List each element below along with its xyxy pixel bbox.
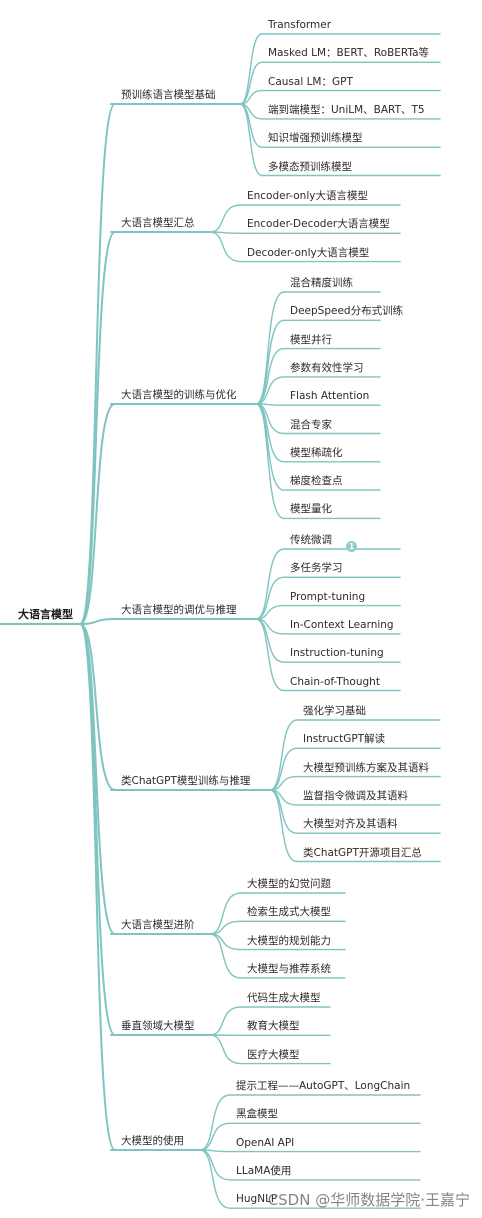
leaf-label: 强化学习基础	[303, 705, 366, 717]
leaf-label: LLaMA使用	[236, 1164, 292, 1177]
leaf-label: 监督指令微调及其语料	[303, 789, 408, 802]
branch-label: 垂直领域大模型	[121, 1020, 195, 1032]
leaf-connector	[199, 1149, 231, 1209]
leaf-connector	[239, 61, 263, 105]
branch-connector	[79, 623, 116, 791]
leaf-label: Decoder-only大语言模型	[247, 246, 370, 259]
leaf-label: 大模型与推荐系统	[247, 962, 331, 975]
leaf-connector	[199, 1149, 231, 1181]
leaf-connector	[209, 892, 242, 935]
leaf-connector	[209, 1006, 242, 1036]
leaf-label: 模型量化	[290, 503, 332, 516]
leaf-label: HugNLP	[236, 1193, 278, 1206]
leaf-label: 黑盒模型	[236, 1108, 278, 1121]
leaf-label: 多任务学习	[290, 562, 343, 575]
leaf-label: 教育大模型	[247, 1020, 300, 1033]
leaf-label: 类ChatGPT开源项目汇总	[303, 846, 422, 859]
leaf-connector	[255, 576, 285, 620]
root-node-label: 大语言模型	[18, 608, 73, 621]
leaf-label: InstructGPT解读	[303, 733, 386, 746]
watermark: CSDN @华师数据学院·王嘉宁	[267, 1191, 470, 1209]
leaf-label: 检索生成式大模型	[247, 906, 331, 919]
leaf-label: DeepSpeed分布式训练	[290, 305, 404, 318]
leaf-connector	[269, 789, 298, 863]
leaf-connector	[269, 719, 298, 791]
leaf-connector	[255, 548, 285, 620]
leaf-label: 混合精度训练	[290, 277, 353, 289]
leaf-label: OpenAI API	[236, 1136, 295, 1149]
leaf-connector	[255, 403, 285, 520]
branch-label: 大语言模型汇总	[121, 217, 195, 229]
leaf-label: Instruction-tuning	[290, 647, 384, 660]
leaf-connector	[209, 933, 242, 951]
leaf-connector	[199, 1094, 231, 1151]
leaf-connector	[255, 291, 285, 405]
leaf-label: Transformer	[268, 19, 332, 31]
leaf-connector	[209, 231, 242, 263]
leaf-label: Flash Attention	[290, 390, 370, 403]
branch-label: 大语言模型进阶	[121, 919, 195, 931]
leaf-label: Masked LM：BERT、RoBERTa等	[268, 47, 430, 60]
leaf-connector	[239, 103, 263, 177]
leaf-label: Prompt-tuning	[290, 590, 366, 603]
leaf-label: 混合专家	[290, 418, 332, 431]
leaf-connector	[209, 204, 242, 233]
branch-label: 大模型的使用	[121, 1135, 184, 1147]
leaf-connector	[269, 789, 298, 834]
branch-connector	[79, 403, 116, 625]
branch-label: 大语言模型的训练与优化	[121, 389, 237, 401]
leaf-label: 端到端模型：UniLM、BART、T5	[268, 103, 425, 116]
leaf-label: 大模型的幻觉问题	[247, 878, 331, 890]
branch-label: 大语言模型的调优与推理	[121, 604, 237, 616]
leaf-connector	[255, 618, 285, 663]
leaf-connector	[209, 1034, 242, 1065]
leaf-label: 知识增强预训练模型	[268, 132, 363, 145]
leaf-connector	[255, 618, 285, 692]
leaf-label: 代码生成大模型	[247, 992, 321, 1004]
branch-connector	[79, 623, 116, 1151]
leaf-label: 传统微调	[290, 534, 332, 546]
leaf-label: Encoder-only大语言模型	[247, 190, 368, 202]
branch-label: 类ChatGPT模型训练与推理	[121, 775, 251, 787]
branch-label: 预训练语言模型基础	[121, 89, 216, 101]
leaf-label: 大模型对齐及其语料	[303, 818, 398, 831]
count-badge: 1	[346, 541, 357, 552]
leaf-connector	[239, 33, 263, 105]
leaf-label: Causal LM：GPT	[268, 75, 353, 88]
leaf-label: Chain-of-Thought	[290, 675, 380, 688]
branch-connector	[79, 231, 116, 625]
leaf-connector	[255, 319, 285, 405]
leaf-label: 大模型的规划能力	[247, 934, 331, 947]
leaf-label: In-Context Learning	[290, 618, 394, 631]
leaf-label: 多模态预训练模型	[268, 160, 352, 173]
branch-connector	[79, 623, 116, 1036]
leaf-label: 大模型预训练方案及其语料	[303, 761, 429, 774]
leaf-label: 梯度检查点	[290, 475, 343, 488]
leaf-label: 模型并行	[290, 333, 332, 346]
leaf-connector	[199, 1122, 231, 1151]
leaf-label: 医疗大模型	[247, 1048, 300, 1061]
leaf-connector	[255, 376, 285, 405]
leaf-connector	[255, 347, 285, 405]
leaf-label: 模型稀疏化	[290, 446, 343, 459]
leaf-connector	[269, 747, 298, 791]
leaf-label: 参数有效性学习	[290, 361, 364, 374]
branch-connector	[79, 103, 116, 625]
leaf-label: 提示工程——AutoGPT、LongChain	[236, 1080, 411, 1092]
leaf-connector	[209, 933, 242, 979]
leaf-label: Encoder-Decoder大语言模型	[247, 218, 390, 231]
